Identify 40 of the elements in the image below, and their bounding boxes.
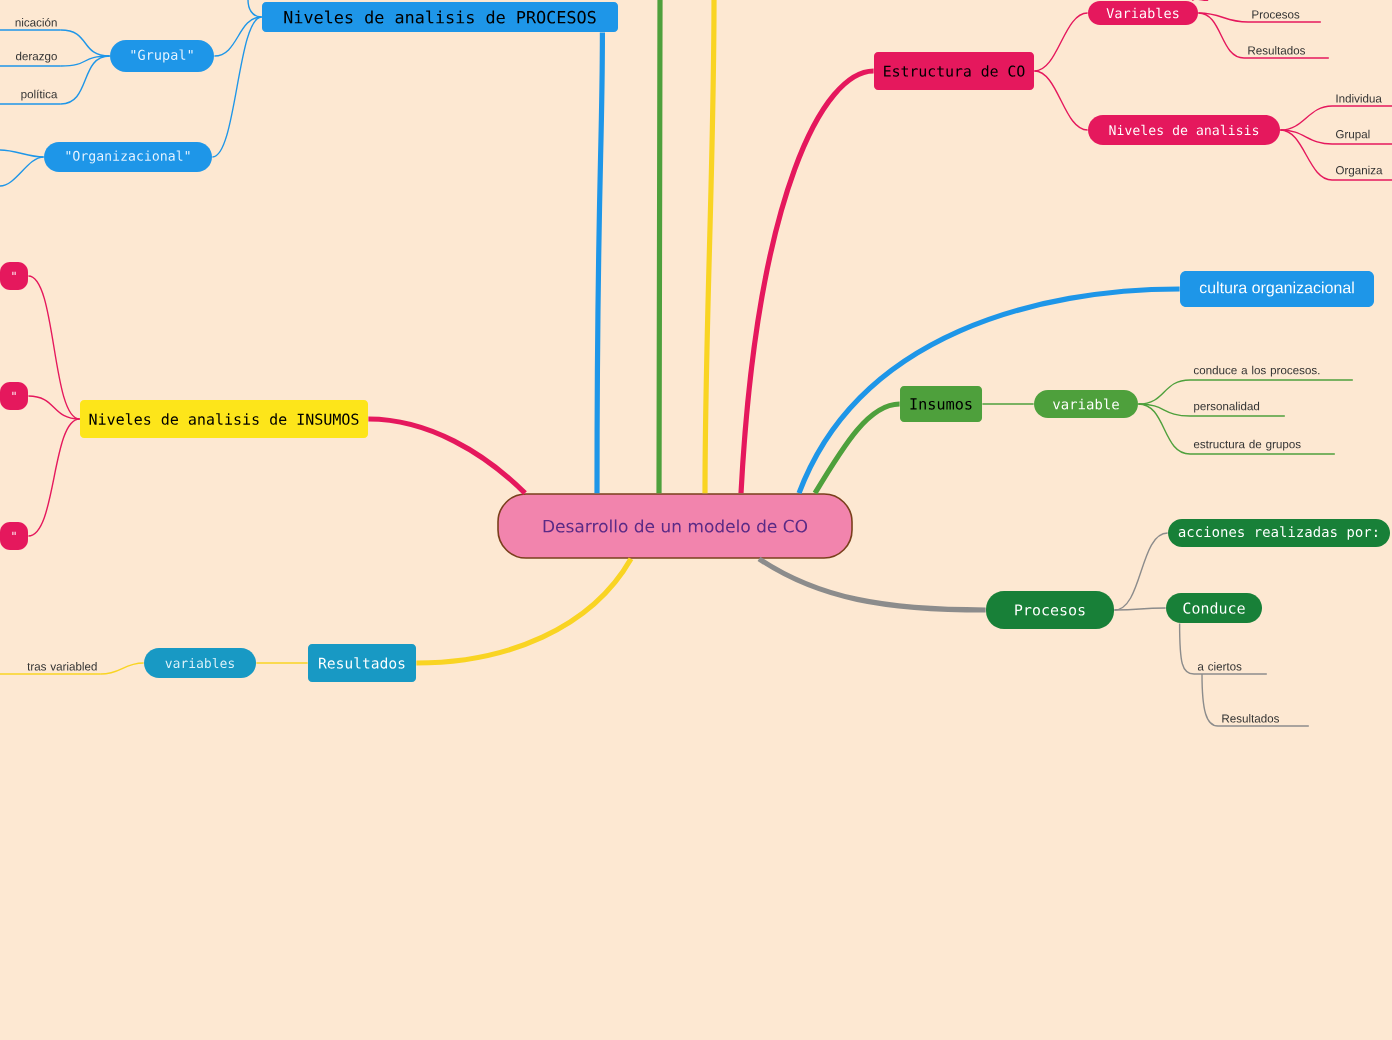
branch-line [247, 0, 263, 18]
branch-line [981, 403, 1035, 405]
branch-line [702, 0, 717, 494]
branch-line [211, 16, 263, 158]
branch-line [416, 557, 634, 666]
branch-line [1113, 607, 1167, 611]
branch-line [1279, 129, 1333, 145]
branch-line [1033, 12, 1089, 72]
topic-box: Niveles de analisis de PROCESOS [262, 2, 618, 32]
branch-line [1279, 129, 1333, 181]
branch-line [1201, 673, 1219, 727]
branch-line [100, 662, 145, 675]
branch-line [1137, 403, 1191, 417]
branch-line [1137, 379, 1191, 405]
branch-line [1033, 70, 1089, 131]
branch-line [27, 395, 81, 420]
branch-line [1279, 105, 1333, 131]
branch-line [1178, 622, 1195, 675]
branch-line [738, 68, 875, 494]
branch-line [368, 416, 527, 496]
branch-line [60, 55, 111, 67]
branch-line [1197, 12, 1245, 59]
branch-line [0, 156, 45, 187]
branch-line [1113, 532, 1169, 611]
central-topic: Desarrollo de un modelo de CO [497, 493, 853, 559]
branch-line [1197, 12, 1249, 23]
topic-box: cultura organizacional [1180, 271, 1374, 307]
branch-line [1191, 0, 1209, 2]
branch-line [213, 16, 263, 57]
branch-line [255, 662, 309, 664]
branch-line [27, 275, 81, 420]
branch-line [812, 401, 900, 495]
branch-line [796, 286, 1180, 495]
branch-line [656, 0, 663, 494]
branch-line [0, 149, 45, 158]
branch-line [594, 32, 605, 494]
branch-line [757, 556, 986, 613]
branch-line [60, 55, 111, 105]
branch-line [27, 418, 81, 537]
branch-line [1137, 403, 1191, 455]
